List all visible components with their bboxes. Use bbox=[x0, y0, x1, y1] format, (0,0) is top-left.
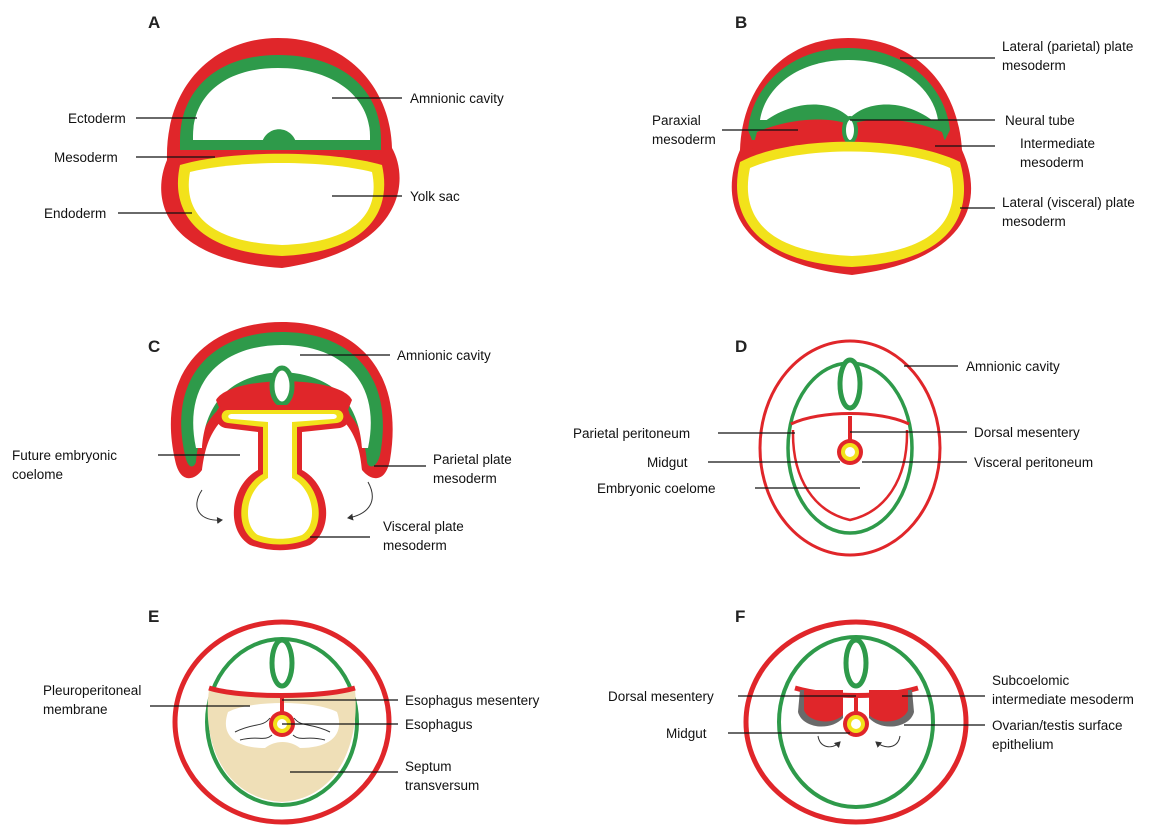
panel-b: B Lateral (parietal) plate mesoderm Para… bbox=[652, 13, 1135, 275]
label-midgut-d: Midgut bbox=[647, 455, 688, 470]
label-lateral-visceral-1: Lateral (visceral) plate bbox=[1002, 195, 1135, 210]
label-parietal-plate-2: mesoderm bbox=[433, 471, 497, 486]
label-pleuroperitoneal-2: membrane bbox=[43, 702, 108, 717]
label-midgut-f: Midgut bbox=[666, 726, 707, 741]
label-esophagus: Esophagus bbox=[405, 717, 473, 732]
panel-f-gonad-right bbox=[869, 690, 908, 721]
label-lateral-parietal-2: mesoderm bbox=[1002, 58, 1066, 73]
label-future-coelome-2: coelome bbox=[12, 467, 63, 482]
label-parietal-peritoneum: Parietal peritoneum bbox=[573, 426, 690, 441]
panel-c-neural-tube bbox=[272, 368, 292, 404]
panel-f-letter: F bbox=[735, 607, 745, 626]
label-embryonic-coelome: Embryonic coelome bbox=[597, 481, 716, 496]
panel-b-letter: B bbox=[735, 13, 747, 32]
label-intermediate-1: Intermediate bbox=[1020, 136, 1095, 151]
label-parietal-plate-1: Parietal plate bbox=[433, 452, 512, 467]
panel-c-letter: C bbox=[148, 337, 160, 356]
label-intermediate-2: mesoderm bbox=[1020, 155, 1084, 170]
label-dorsal-mesentery-d: Dorsal mesentery bbox=[974, 425, 1080, 440]
panel-b-neural-tube bbox=[844, 118, 856, 142]
label-ectoderm: Ectoderm bbox=[68, 111, 126, 126]
label-amnionic-cavity-d: Amnionic cavity bbox=[966, 359, 1060, 374]
label-visceral-plate-2: mesoderm bbox=[383, 538, 447, 553]
label-dorsal-mesentery-f: Dorsal mesentery bbox=[608, 689, 714, 704]
label-amnionic-cavity-c: Amnionic cavity bbox=[397, 348, 491, 363]
panel-f-neural-tube bbox=[846, 640, 866, 686]
panel-f-midgut-lumen bbox=[851, 719, 861, 729]
label-pleuroperitoneal-1: Pleuroperitoneal bbox=[43, 683, 141, 698]
label-yolk-sac: Yolk sac bbox=[410, 189, 460, 204]
panel-d-midgut-lumen bbox=[845, 447, 855, 457]
label-septum-1: Septum bbox=[405, 759, 452, 774]
label-subcoelomic-2: intermediate mesoderm bbox=[992, 692, 1134, 707]
panel-d: D Amnionic cavity Parietal peritoneum Do… bbox=[573, 337, 1093, 555]
label-ovarian-1: Ovarian/testis surface bbox=[992, 718, 1123, 733]
label-lateral-visceral-2: mesoderm bbox=[1002, 214, 1066, 229]
panel-e-neural-tube bbox=[272, 640, 292, 686]
label-amnionic-cavity-a: Amnionic cavity bbox=[410, 91, 504, 106]
label-paraxial-2: mesoderm bbox=[652, 132, 716, 147]
label-septum-2: transversum bbox=[405, 778, 479, 793]
panel-d-neural-tube bbox=[840, 360, 860, 408]
panel-a: A Ectoderm Mesoderm Endoderm Amnionic ca… bbox=[44, 13, 504, 268]
label-visceral-peritoneum: Visceral peritoneum bbox=[974, 455, 1093, 470]
panel-d-letter: D bbox=[735, 337, 747, 356]
panel-e: E Pleuroperitoneal membrane Esophagus me… bbox=[43, 607, 540, 822]
label-visceral-plate-1: Visceral plate bbox=[383, 519, 464, 534]
label-endoderm: Endoderm bbox=[44, 206, 106, 221]
label-neural-tube: Neural tube bbox=[1005, 113, 1075, 128]
label-esophagus-mesentery: Esophagus mesentery bbox=[405, 693, 540, 708]
label-future-coelome-1: Future embryonic bbox=[12, 448, 117, 463]
label-paraxial-1: Paraxial bbox=[652, 113, 701, 128]
label-subcoelomic-1: Subcoelomic bbox=[992, 673, 1070, 688]
label-lateral-parietal-1: Lateral (parietal) plate bbox=[1002, 39, 1133, 54]
panel-c: C Amnionic cavity Future embryonic coelo… bbox=[12, 322, 512, 553]
panel-f-gonad-left bbox=[804, 690, 843, 721]
label-ovarian-2: epithelium bbox=[992, 737, 1054, 752]
label-mesoderm: Mesoderm bbox=[54, 150, 118, 165]
panel-f: F Dorsal mesentery Midgut Subcoelomic in… bbox=[608, 607, 1134, 822]
panel-a-letter: A bbox=[148, 13, 160, 32]
panel-e-letter: E bbox=[148, 607, 159, 626]
